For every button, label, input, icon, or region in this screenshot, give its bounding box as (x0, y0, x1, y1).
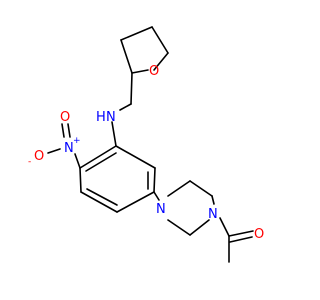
bond (116, 191, 155, 213)
bond (153, 191, 160, 201)
nitro-plus-charge: + (73, 136, 81, 146)
bond (86, 188, 118, 206)
bond (115, 145, 156, 169)
bond (229, 236, 253, 243)
bonds (47, 26, 254, 263)
amine-nitrogen-label: N (106, 110, 116, 125)
nitro-oxide-oxygen-label: O (34, 149, 44, 164)
bond (120, 39, 133, 74)
nitro-minus-charge: - (28, 157, 31, 167)
nitro-nitrogen-label: N (64, 141, 74, 156)
ring-oxygen-label: O (149, 64, 159, 79)
bond (79, 167, 82, 193)
bond (130, 72, 133, 105)
piperazine-nitrogen-right-label: N (208, 207, 218, 222)
bond (219, 217, 230, 237)
bond (153, 52, 169, 71)
bond (120, 26, 153, 41)
bond (111, 121, 117, 147)
bond (47, 148, 61, 154)
bond (80, 191, 118, 213)
bond (85, 152, 117, 172)
bond (189, 219, 210, 236)
bond (74, 153, 81, 169)
piperazine-nitrogen-left-label: N (156, 202, 166, 217)
bond (151, 26, 169, 54)
bond (167, 219, 191, 236)
bond (211, 195, 215, 205)
bond (131, 69, 149, 74)
nitro-oxygen-label: O (60, 110, 70, 125)
bond (189, 180, 213, 197)
amine-hydrogen-label: H (96, 110, 106, 125)
bond (79, 145, 117, 169)
atom-labels: N H O N + O O - N N O (28, 64, 264, 242)
carbonyl-oxygen-label: O (254, 227, 264, 242)
structure-canvas: N H O N + O O - N N O (28, 26, 264, 263)
bond (167, 180, 191, 197)
bond (61, 123, 65, 138)
bond (67, 123, 71, 138)
bond (228, 230, 254, 237)
bond (119, 103, 132, 111)
molecule-structure: N H O N + O O - N N O (28, 26, 264, 263)
bond (153, 167, 156, 193)
